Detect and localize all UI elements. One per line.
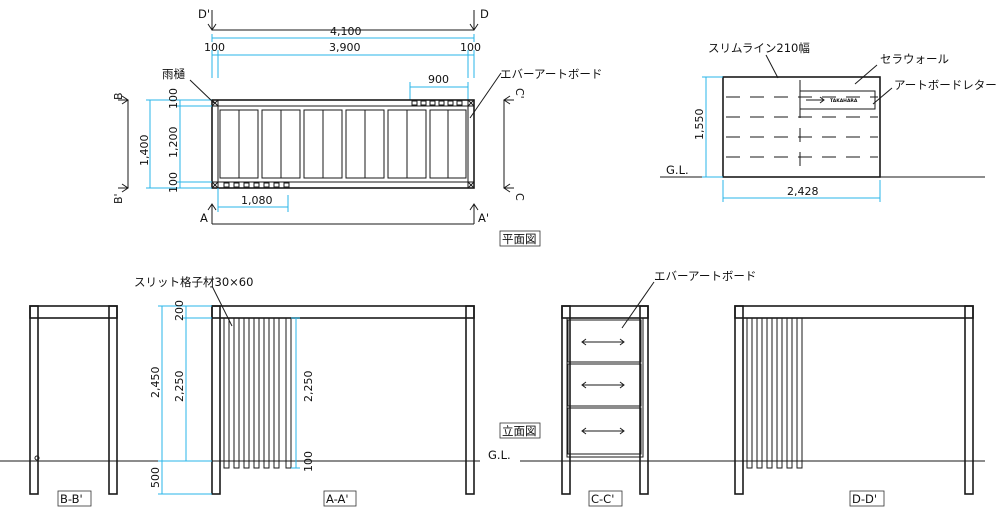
section-mark-d-left: D' (198, 7, 210, 21)
elev-title-box (499, 422, 541, 439)
elev-dim-below2: 100 (302, 451, 315, 472)
label-letter: アートボードレター (894, 78, 997, 92)
sign-dim-height (702, 76, 723, 178)
elevation-b (29, 305, 118, 495)
elev-dim-clear: 2,250 (173, 371, 186, 403)
dim-overall-label: 4,100 (330, 25, 362, 38)
leader-slit (211, 285, 233, 327)
label-ceraw: セラウォール (880, 52, 949, 66)
elevation-d (734, 305, 974, 495)
sign-view: G.L. TAKAHARA 1,550 2,428 スリムライン210幅 セラウ… (660, 41, 997, 202)
elev-dims-right (291, 317, 300, 469)
elev-title: 立面図 (502, 424, 537, 438)
dim-inner-label: 3,900 (329, 41, 361, 54)
dim-module-label: 1,080 (241, 194, 273, 207)
elev-dim-total: 2,450 (149, 367, 162, 399)
elev-dim-clear2: 2,250 (302, 371, 315, 403)
label-slimline: スリムライン210幅 (708, 41, 810, 55)
slit-members-top (411, 100, 463, 106)
label-section-c: C-C' (591, 492, 614, 506)
roof-panels (219, 109, 467, 179)
section-mark-c-bottom: C (513, 193, 526, 201)
label-section-a: A-A' (326, 492, 349, 506)
dim-end-right: 100 (460, 41, 481, 54)
label-gutter: 雨樋 (162, 67, 185, 81)
sign-width-label: 2,428 (787, 185, 819, 198)
leader-gutter (189, 79, 215, 104)
dim-board (409, 82, 469, 100)
dim-end-left: 100 (204, 41, 225, 54)
section-mark-b-bottom: B' (112, 193, 125, 204)
dim-inner (211, 50, 475, 78)
section-mark-d-right: D (480, 7, 489, 21)
plan-view: D' D 4,100 100 3,900 100 900 (112, 7, 602, 247)
dim-depth-inner: 1,200 (167, 127, 180, 159)
leader-board (469, 72, 502, 119)
label-section-d: D-D' (852, 492, 877, 506)
label-box-b (57, 490, 92, 507)
slit-members-bottom (223, 182, 290, 188)
label-box-c (588, 490, 623, 507)
sign-dim-width (722, 180, 881, 202)
label-board: エバーアートボード (500, 67, 602, 81)
sign-height-label: 1,550 (693, 109, 706, 141)
label-section-b: B-B' (60, 492, 83, 506)
leader-letter (872, 87, 893, 105)
elev-gl-label: G.L. (488, 448, 511, 462)
section-line-a (207, 203, 479, 225)
section-line-b (118, 95, 129, 193)
label-box-a (323, 490, 357, 507)
slit-lattice (223, 317, 292, 469)
elev-dims-left (158, 305, 212, 495)
label-slit: スリット格子材30×60 (134, 275, 253, 289)
section-mark-a-right: A' (478, 211, 489, 225)
sign-gl-label: G.L. (666, 163, 689, 177)
section-mark-c-top: C' (513, 88, 526, 99)
leader-slimline (765, 54, 779, 79)
elevation-c (561, 305, 649, 495)
elev-dim-below: 500 (149, 467, 162, 488)
dim-module (217, 188, 289, 212)
dim-overall (211, 34, 475, 42)
dim-depth-top: 100 (167, 88, 180, 109)
plan-title-box (499, 230, 541, 247)
plan-title: 平面図 (502, 232, 537, 246)
sign-brand: TAKAHARA (830, 98, 858, 104)
leader-board-elev (621, 281, 655, 329)
label-box-d (849, 490, 885, 507)
sign-wall (722, 76, 881, 178)
section-line-d (207, 10, 479, 31)
plan-outline (211, 99, 475, 189)
elevation-views: G.L. B-B' スリット格子材30×60 (0, 269, 985, 507)
dim-depth-bottom: 100 (167, 172, 180, 193)
sign-letter-board (799, 90, 876, 110)
dim-depth-label: 1,400 (138, 135, 151, 167)
section-mark-a-left: A (200, 211, 208, 225)
dim-depth (146, 99, 212, 189)
elevation-a (211, 305, 475, 495)
section-mark-b-top: B (112, 92, 125, 100)
label-board-elev: エバーアートボード (654, 269, 756, 283)
elev-dim-top: 200 (173, 300, 186, 321)
dim-board-label: 900 (428, 73, 449, 86)
section-line-c (503, 95, 514, 193)
leader-ceraw (854, 64, 878, 85)
